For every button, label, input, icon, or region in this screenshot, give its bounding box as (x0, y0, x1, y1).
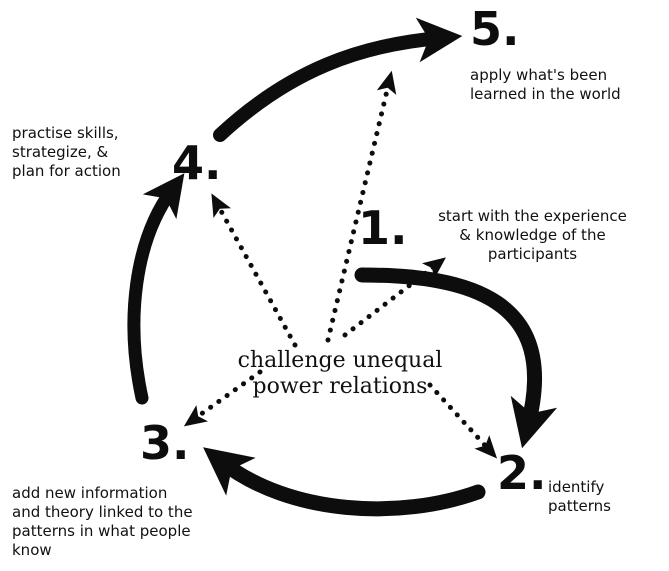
step-caption-2: identify patterns (548, 478, 611, 515)
step-number-2: 2. (497, 446, 547, 500)
arrow-2-to-3 (203, 447, 486, 517)
step-number-3: 3. (140, 416, 190, 470)
step-caption-5: apply what's been learned in the world (470, 66, 621, 103)
arrow-3-to-4 (127, 173, 185, 405)
step-number-1: 1. (358, 201, 408, 255)
step-caption-3: add new information and theory linked to… (12, 484, 193, 559)
arrow-1-to-2 (354, 267, 558, 449)
step-number-4: 4. (172, 136, 222, 190)
dotted-arrow-to-3 (183, 369, 263, 427)
arrow-4-to-5 (213, 17, 463, 142)
step-caption-1: start with the experience & knowledge of… (438, 207, 627, 263)
dotted-arrow-to-1 (342, 257, 446, 338)
dotted-arrow-to-4 (211, 193, 298, 348)
dotted-arrow-to-5 (325, 70, 397, 343)
step-number-5: 5. (470, 2, 520, 56)
center-statement: challenge unequal power relations (237, 348, 443, 399)
step-caption-4: practise skills, strategize, & plan for … (12, 124, 121, 180)
